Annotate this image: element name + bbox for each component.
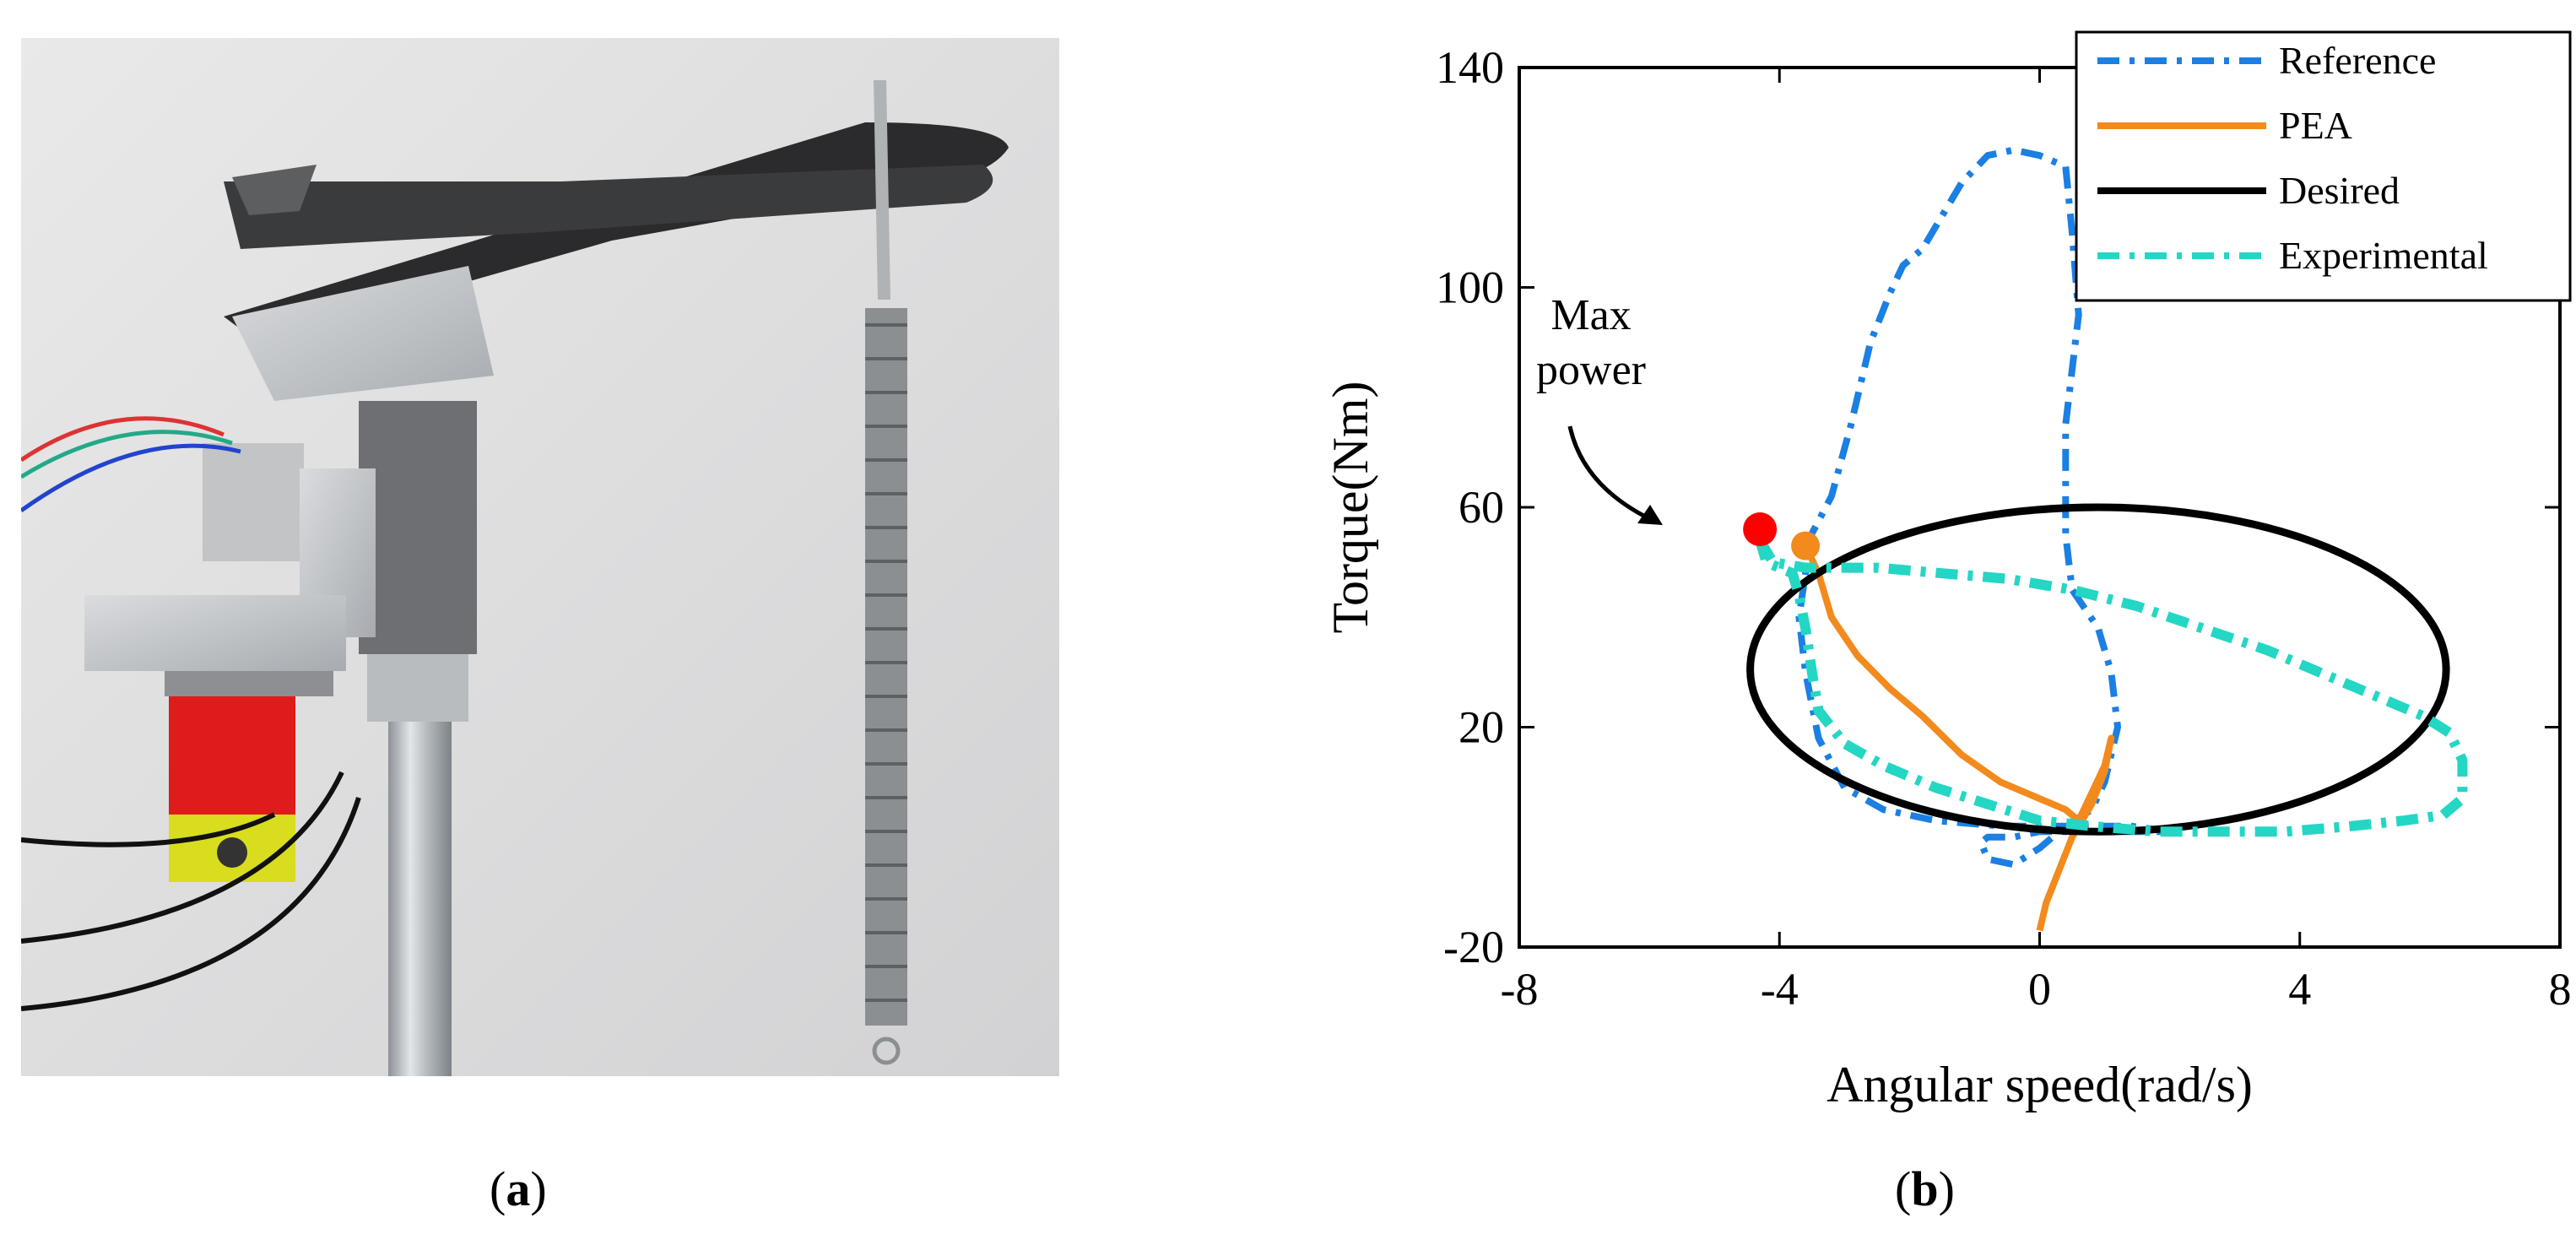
chart-svg: -8 -4 0 4 8 -20 20 60 100 140 Angular speed(rad/s… [1323, 30, 2572, 1112]
caption-a: (a) [490, 1161, 547, 1216]
series-pea-line [1802, 544, 2115, 932]
y-tick-label: 20 [1458, 702, 1504, 753]
x-tick-label: 4 [2288, 964, 2311, 1015]
device-photo [19, 38, 1059, 1076]
annotation-arrowhead [1637, 505, 1663, 525]
max-power-annotation: Max power [1536, 291, 1663, 525]
torque-speed-chart: -8 -4 0 4 8 -20 20 60 100 140 Angular speed(rad/s… [1266, 0, 2576, 1182]
legend-label-experimental: Experimental [2279, 234, 2488, 277]
annotation-line2: power [1536, 346, 1646, 394]
x-tick-label: 0 [2028, 964, 2051, 1015]
series-experimental-line [1755, 538, 2468, 837]
x-tick-label: 8 [2549, 964, 2572, 1015]
y-tick-label: 100 [1436, 263, 1504, 313]
prosthetic-device-illustration [19, 38, 1059, 1076]
legend-label-pea: PEA [2279, 104, 2352, 147]
caption-b: (b) [1895, 1161, 1955, 1216]
legend-label-desired: Desired [2279, 169, 2400, 212]
max-power-pea-marker [1791, 531, 1821, 560]
annotation-arrow [1567, 425, 1652, 522]
max-power-reference-marker [1743, 512, 1778, 547]
x-axis-label: Angular speed(rad/s) [1826, 1057, 2253, 1112]
y-axis-label: Torque(Nm) [1323, 381, 1378, 633]
y-tick-label: -20 [1443, 922, 1504, 972]
x-tick-label: -8 [1501, 964, 1539, 1015]
legend-label-reference: Reference [2279, 39, 2436, 82]
y-tick-label: 60 [1458, 482, 1504, 533]
annotation-line1: Max [1550, 291, 1631, 339]
y-tick-label: 140 [1436, 42, 1504, 93]
spring [865, 308, 907, 1065]
x-tick-label: -4 [1761, 964, 1799, 1015]
